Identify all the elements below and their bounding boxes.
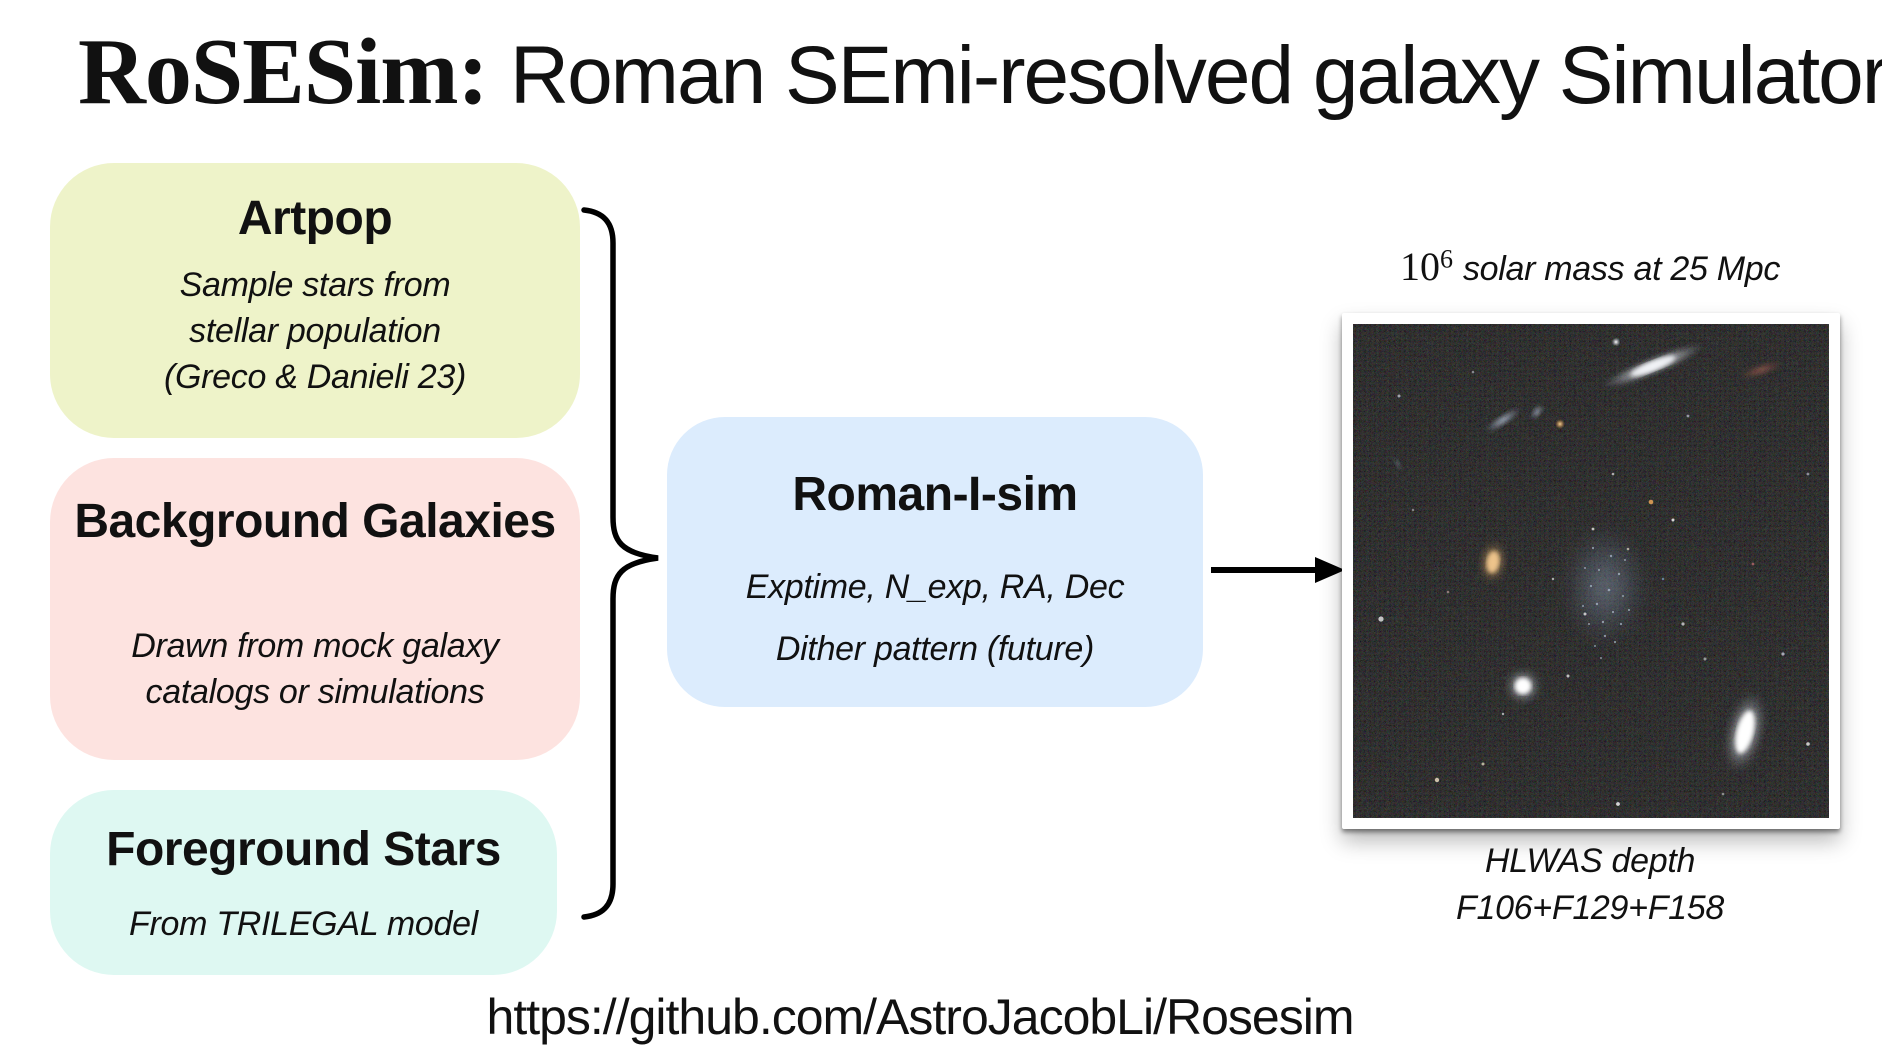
roman-i-sim-box: Roman-I-sim Exptime, N_exp, RA, Dec Dith… (667, 417, 1203, 707)
mass-base: 10 (1399, 244, 1440, 289)
orange-galaxy (1480, 542, 1506, 582)
background-galaxies-heading: Background Galaxies (74, 495, 556, 548)
roman-i-sim-line-2: Dither pattern (future) (775, 630, 1095, 668)
page-title: RoSESim: Roman SEmi-resolved galaxy Simu… (78, 18, 1882, 126)
depth-caption-line-2: F106+F129+F158 (1456, 889, 1724, 927)
edge-on-galaxy (1602, 344, 1704, 388)
galaxy-image-frame (1342, 313, 1840, 829)
depth-caption-line-1: HLWAS depth (1484, 842, 1696, 880)
roman-i-sim-line-1: Exptime, N_exp, RA, Dec (745, 568, 1125, 606)
title-brand: RoSESim: (78, 20, 489, 124)
mass-exponent: 6 (1439, 244, 1453, 274)
mass-caption-text: solar mass at 25 Mpc (1462, 250, 1781, 288)
roman-i-sim-heading: Roman-I-sim (792, 468, 1078, 521)
bottom-right-galaxy (1725, 692, 1765, 772)
central-dwarf-galaxy (1563, 526, 1647, 659)
curly-brace (581, 207, 659, 920)
background-galaxies-line-2: catalogs or simulations (145, 673, 485, 711)
artpop-line-3: (Greco & Danieli 23) (163, 358, 466, 396)
foreground-stars-line-1: From TRILEGAL model (129, 905, 478, 943)
background-galaxies-box: Background Galaxies Drawn from mock gala… (50, 458, 580, 760)
background-galaxies-line-1: Drawn from mock galaxy (131, 627, 499, 665)
foreground-stars-heading: Foreground Stars (106, 823, 501, 876)
reddish-galaxy (1739, 361, 1783, 379)
bright-blob-galaxy (1507, 670, 1539, 702)
small-galaxy-dot (1611, 337, 1621, 347)
galaxy-cutout-image (1353, 324, 1829, 818)
artpop-line-2: stellar population (189, 312, 441, 350)
flow-arrow-icon (1211, 557, 1345, 583)
foreground-stars-box: Foreground Stars From TRILEGAL model (50, 790, 557, 975)
artpop-box: Artpop Sample stars from stellar populat… (50, 163, 580, 438)
title-subtitle: Roman SEmi-resolved galaxy Simulator (509, 30, 1882, 121)
output-caption-top: 106 solar mass at 25 Mpc (1330, 243, 1850, 290)
github-url[interactable]: https://github.com/AstroJacobLi/Rosesim (486, 989, 1355, 1045)
field-stars (1378, 370, 1810, 806)
yellow-dot-galaxy (1555, 419, 1565, 429)
artpop-line-1: Sample stars from (179, 266, 451, 304)
artpop-heading: Artpop (237, 192, 393, 245)
output-caption-bottom: HLWAS depth F106+F129+F158 (1330, 838, 1850, 932)
upper-left-streak-galaxies (1393, 404, 1544, 472)
